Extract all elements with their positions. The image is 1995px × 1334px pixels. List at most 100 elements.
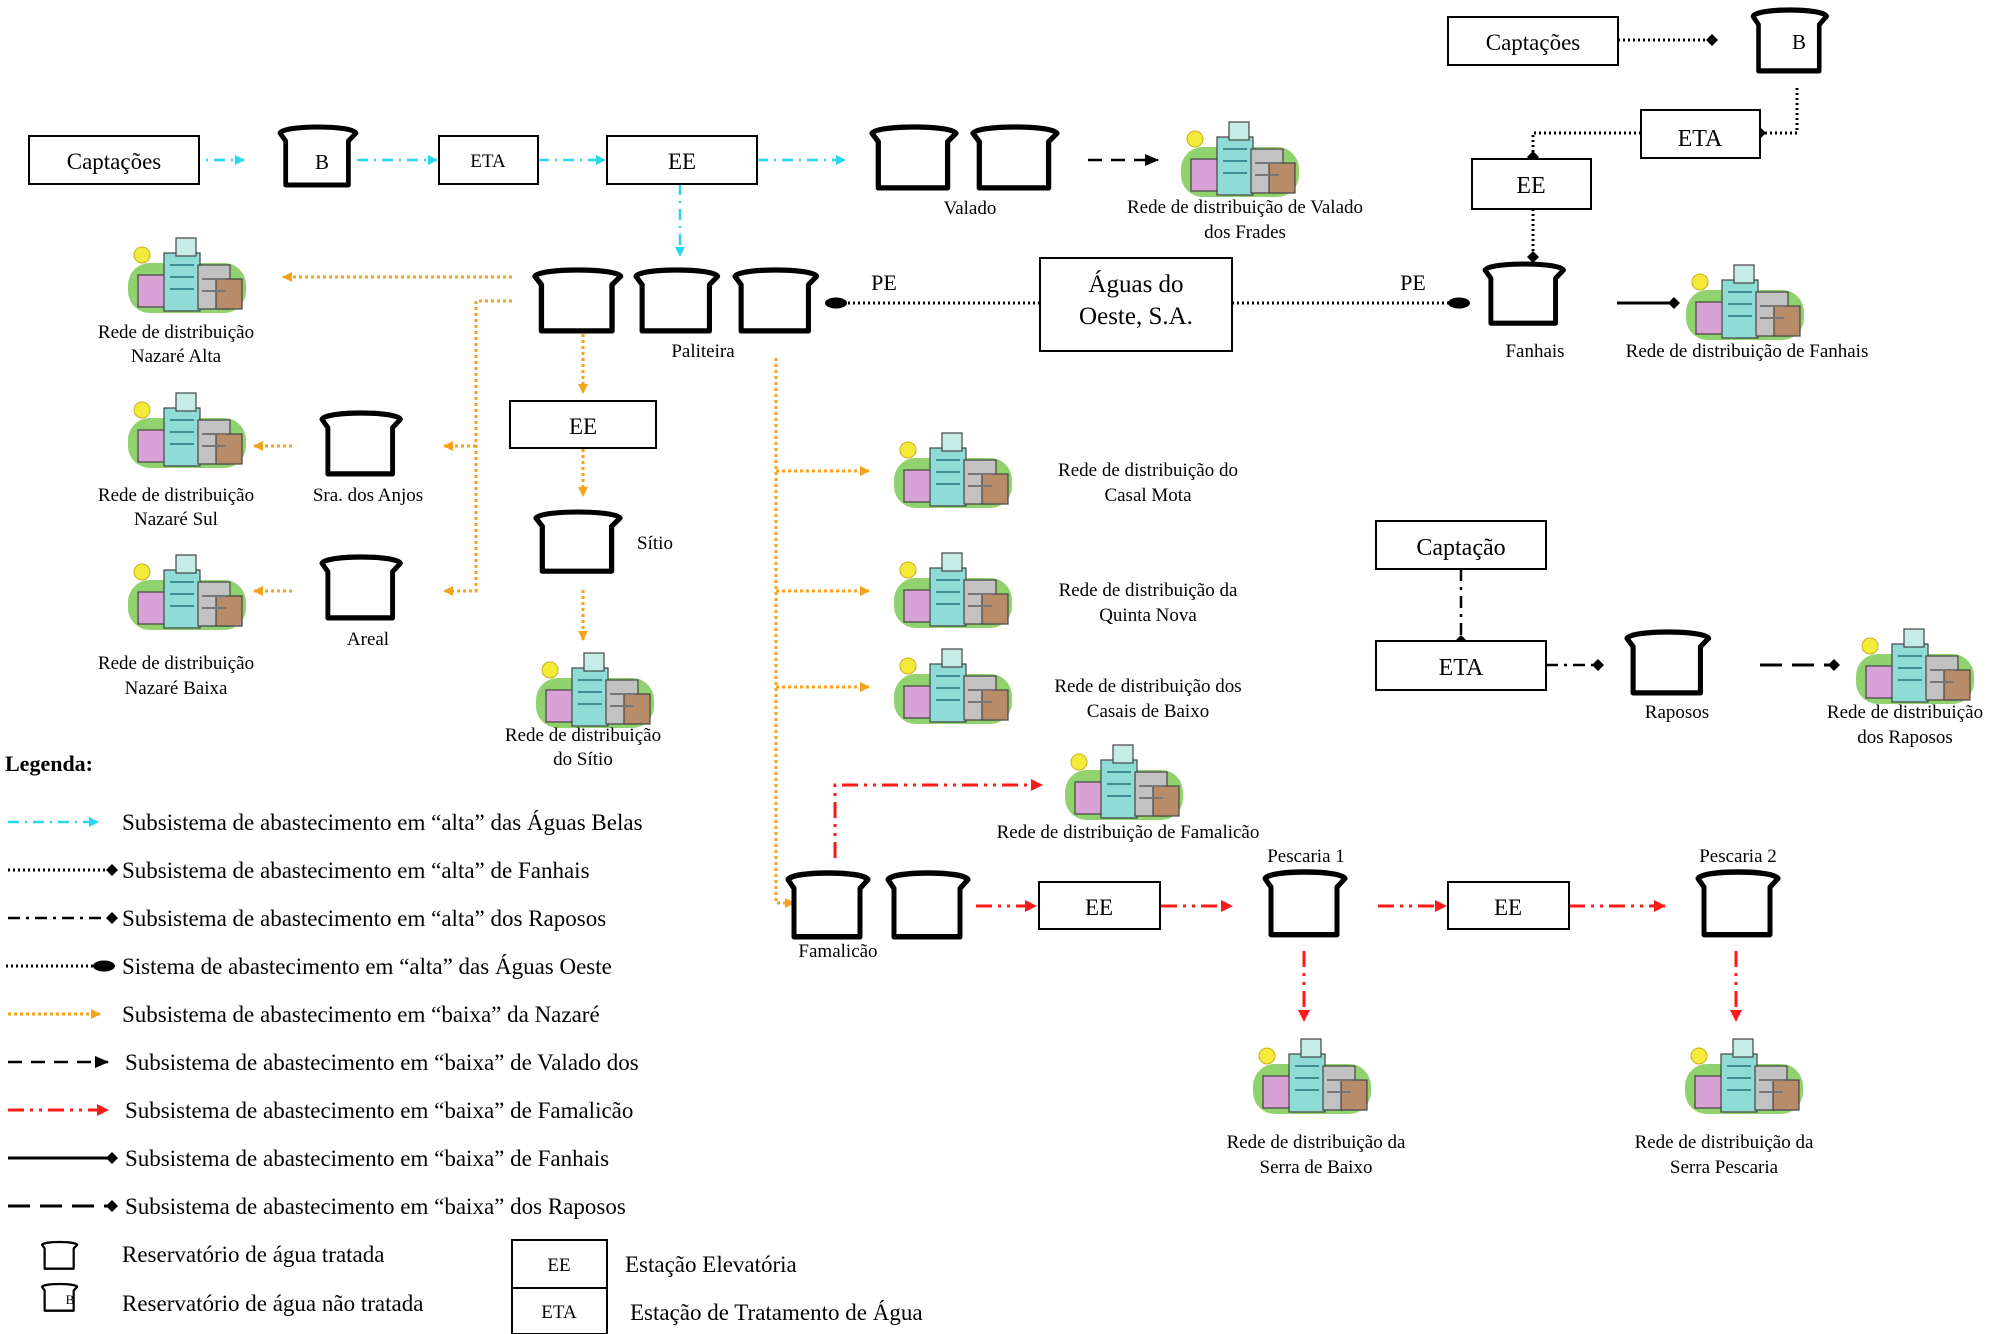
rede-sitio-line1: Rede de distribuição: [505, 725, 661, 746]
reservoir-famalicao-1: [788, 873, 868, 937]
city-icon-serra-pescaria: [1684, 1038, 1804, 1115]
ee-label-fam2: EE: [1494, 895, 1522, 920]
sitio-label: Sítio: [637, 533, 673, 554]
city-icon-fanhais: [1685, 264, 1805, 341]
city-icon-famalicao: [1064, 744, 1184, 821]
ee-box-fam2: [1447, 881, 1570, 930]
pescaria2-label: Pescaria 2: [1699, 846, 1777, 867]
b-label-left: B: [315, 150, 329, 174]
rede-casais-baixo-line1: Rede de distribuição dos: [1054, 676, 1241, 697]
rede-casais-baixo-line2: Casais de Baixo: [1087, 701, 1209, 722]
reservoir-fanhais: [1485, 264, 1563, 323]
eta-box-raposos: [1375, 640, 1547, 691]
rede-nazare-sul-line2: Nazaré Sul: [134, 509, 218, 530]
rede-sitio-line2: do Sítio: [553, 749, 613, 770]
eta-box-left: [438, 135, 539, 185]
b-label-right: B: [1792, 30, 1806, 54]
paliteira-label: Paliteira: [671, 341, 735, 362]
rede-valado-line1: Rede de distribuição de Valado: [1127, 197, 1363, 218]
city-icon-nazare-alta: [127, 237, 247, 314]
reservoir-paliteira-1: [535, 270, 621, 331]
sra-anjos-label: Sra. dos Anjos: [313, 485, 423, 506]
city-icon-casais-baixo: [893, 648, 1013, 725]
captacoes-label-left: Captações: [67, 149, 162, 174]
legend-label-baixa-fanhais: Subsistema de abastecimento em “baixa” d…: [125, 1146, 609, 1171]
eta-box-right: [1640, 109, 1761, 159]
famalicao-label: Famalicão: [798, 941, 877, 962]
fanhais-label: Fanhais: [1505, 341, 1564, 362]
city-icon-casal-mota: [893, 432, 1013, 509]
legend-label-baixa-valado: Subsistema de abastecimento em “baixa” d…: [125, 1050, 639, 1075]
reservoir-pescaria2: [1698, 872, 1778, 935]
city-icon-nazare-sul: [127, 392, 247, 469]
reservoir-areal: [322, 557, 400, 618]
rede-fanhais-label: Rede de distribuição de Fanhais: [1626, 341, 1869, 362]
legend-reservoir-treated: [40, 1240, 79, 1270]
legend-ee-abbr: EE: [547, 1255, 570, 1276]
city-icon-nazare-baixa: [127, 554, 247, 631]
node-labels: Captações B ETA EE Valado Rede de distri…: [67, 30, 1983, 1178]
rede-casal-mota-line2: Casal Mota: [1104, 485, 1192, 506]
rede-nazare-alta-line2: Nazaré Alta: [131, 346, 222, 367]
rede-famalicao-label: Rede de distribuição de Famalicão: [997, 822, 1260, 843]
pescaria1-label: Pescaria 1: [1267, 846, 1345, 867]
captacoes-box-right: [1447, 16, 1619, 66]
city-icon-sitio: [535, 652, 655, 729]
pe-label-right: PE: [1400, 270, 1426, 295]
rede-quinta-nova-line1: Rede de distribuição da: [1059, 580, 1238, 601]
rede-valado-line2: dos Frades: [1204, 222, 1286, 243]
areal-label: Areal: [347, 629, 389, 650]
legend-label-alta-fanhais: Subsistema de abastecimento em “alta” de…: [122, 858, 590, 883]
aguas-oeste-line2: Oeste, S.A.: [1079, 303, 1193, 330]
fanhais-link-b-eta: [1754, 88, 1799, 139]
rede-raposos-line1: Rede de distribuição: [1827, 702, 1983, 723]
reservoir-raposos: [1627, 632, 1709, 693]
famalicao-link-to-network: [833, 779, 1043, 858]
reservoir-valado-1: [872, 127, 956, 188]
legend-label-ee-desc: Estação Elevatória: [625, 1252, 797, 1277]
reservoir-paliteira-3: [735, 270, 817, 331]
rede-nazare-baixa-line2: Nazaré Baixa: [125, 678, 228, 699]
reservoir-famalicao-2: [888, 873, 968, 937]
rede-nazare-alta-line1: Rede de distribuição: [98, 322, 254, 343]
city-icon-valado: [1180, 121, 1300, 198]
rede-serra-pescaria-line1: Rede de distribuição da: [1635, 1132, 1814, 1153]
legend-label-res-untreated: Reservatório de água não tratada: [122, 1291, 423, 1316]
aguas-oeste-line1: Águas do: [1088, 270, 1183, 298]
ee-label-top: EE: [668, 149, 696, 174]
ee-box-fam1: [1038, 881, 1161, 930]
legend-title: Legenda:: [5, 751, 93, 776]
legend-label-res-treated: Reservatório de água tratada: [122, 1242, 384, 1267]
rede-casal-mota-line1: Rede de distribuição do: [1058, 460, 1238, 481]
captacoes-box-left: [28, 135, 200, 185]
legend-res-untreated-mark: B: [66, 1292, 75, 1307]
connection-lines: [164, 34, 1840, 1022]
city-icon-quinta-nova: [893, 552, 1013, 629]
rede-serra-baixo-line2: Serra de Baixo: [1260, 1157, 1373, 1178]
rede-nazare-baixa-line1: Rede de distribuição: [98, 653, 254, 674]
legend-label-aguas-belas: Subsistema de abastecimento em “alta” da…: [122, 810, 643, 835]
ee-box-mid: [509, 400, 657, 449]
fanhais-link-eta-ee: [1527, 131, 1641, 163]
legend-label-alta-raposos: Subsistema de abastecimento em “alta” do…: [122, 906, 606, 931]
legend-label-eta-desc: Estação de Tratamento de Água: [630, 1300, 923, 1325]
captacao-label: Captação: [1416, 535, 1505, 561]
valado-label: Valado: [944, 198, 997, 219]
legend: Legenda: Subsistema de abastecimento em …: [5, 751, 923, 1325]
legend-label-aguas-oeste: Sistema de abastecimento em “alta” das Á…: [122, 954, 612, 979]
reservoir-sitio: [536, 512, 620, 571]
legend-label-baixa-famalicao: Subsistema de abastecimento em “baixa” d…: [125, 1098, 633, 1123]
legend-eta-abbr: ETA: [541, 1302, 577, 1323]
eta-label-left: ETA: [470, 151, 506, 172]
city-icon-raposos: [1855, 628, 1975, 705]
captacoes-label-right: Captações: [1486, 30, 1581, 55]
captacao-box: [1375, 520, 1547, 570]
nazare-link-trunk: [443, 299, 512, 596]
eta-label-raposos: ETA: [1439, 655, 1484, 681]
nazare-link-trunk-right: [774, 358, 795, 908]
rede-raposos-line2: dos Raposos: [1857, 727, 1953, 748]
city-icon-serra-baixo: [1252, 1038, 1372, 1115]
rede-serra-pescaria-line2: Serra Pescaria: [1670, 1157, 1779, 1178]
ee-label-mid: EE: [569, 414, 597, 439]
